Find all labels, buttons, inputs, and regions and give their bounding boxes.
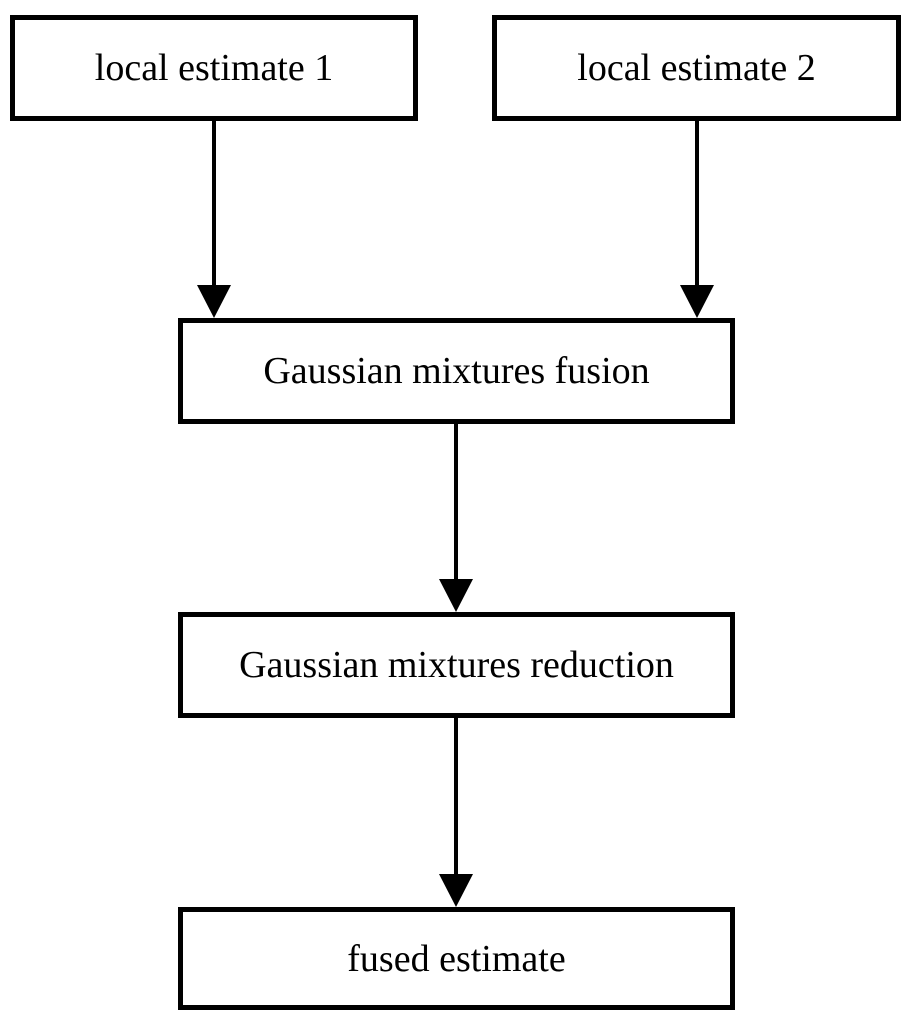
arrow-local1-to-fusion-head [197,285,231,318]
node-fused-estimate: fused estimate [178,907,735,1010]
arrow-reduction-to-fused-head [439,874,473,907]
node-label: local estimate 1 [94,47,334,89]
node-label: local estimate 2 [577,47,816,89]
node-label: fused estimate [347,937,566,980]
node-local-estimate-1: local estimate 1 [10,15,418,121]
node-local-estimate-2: local estimate 2 [492,15,901,121]
node-gaussian-mixtures-fusion: Gaussian mixtures fusion [178,318,735,424]
node-gaussian-mixtures-reduction: Gaussian mixtures reduction [178,612,735,718]
arrow-local2-to-fusion-head [680,285,714,318]
node-label: Gaussian mixtures fusion [263,350,650,392]
node-label: Gaussian mixtures reduction [239,644,674,686]
arrow-fusion-to-reduction-head [439,579,473,612]
